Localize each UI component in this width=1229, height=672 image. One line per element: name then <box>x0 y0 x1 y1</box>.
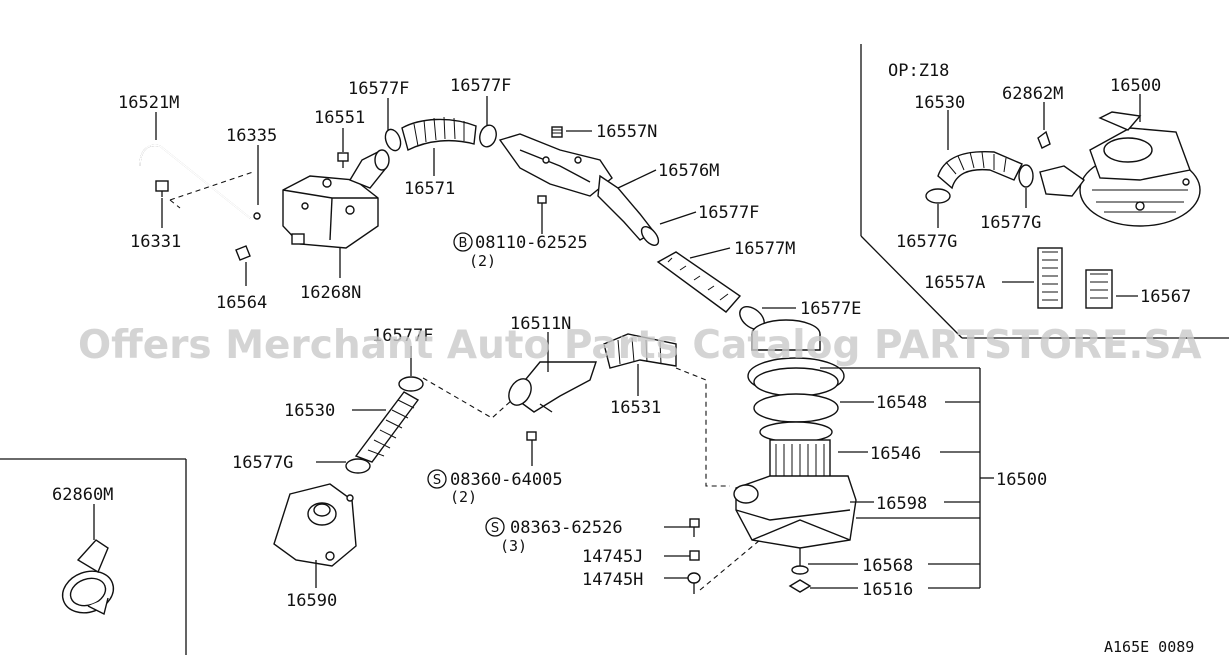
hose-16530-opz18 <box>937 151 1023 190</box>
label-08363: 08363-62526 <box>510 518 623 538</box>
svg-text:B: B <box>459 236 468 251</box>
bolt-marker-s-08363: S <box>485 517 505 537</box>
valve-16331 <box>155 180 169 197</box>
label-16598: 16598 <box>876 494 927 514</box>
label-16511n: 16511N <box>510 314 571 334</box>
label-08110: 08110-62525 <box>475 233 588 253</box>
label-16516: 16516 <box>862 580 913 600</box>
label-16577f-c: 16577F <box>698 203 759 223</box>
label-16568: 16568 <box>862 556 913 576</box>
label-16576m: 16576M <box>658 161 719 181</box>
clip-62862m <box>1037 130 1051 149</box>
clamp-16577f-lower <box>640 226 660 246</box>
hose-16530 <box>354 391 420 463</box>
duct-16511n <box>508 361 597 413</box>
label-62862m: 62862M <box>1002 84 1063 104</box>
label-16551: 16551 <box>314 108 365 128</box>
resonator-16268n <box>282 149 390 249</box>
duct-16576m <box>498 133 656 241</box>
label-16531: 16531 <box>610 398 661 418</box>
label-16577e: 16577E <box>800 299 861 319</box>
leader-16530-dash <box>422 377 513 419</box>
label-16577f-bottom: 16577F <box>372 326 433 346</box>
label-62860m: 62860M <box>52 485 113 505</box>
clamp-16577g <box>345 458 371 474</box>
bolt-marker-b: B <box>453 232 473 252</box>
air-cleaner-16500-opz18 <box>1039 111 1201 227</box>
clip-16551 <box>337 152 349 168</box>
label-08360-qty: (2) <box>450 488 477 506</box>
bolt-08110 <box>537 195 547 222</box>
label-16577g-opz18-a: 16577G <box>896 232 957 252</box>
label-16500-main: 16500 <box>996 470 1047 490</box>
label-op-z18: OP:Z18 <box>888 61 949 81</box>
label-16546: 16546 <box>870 444 921 464</box>
clamp-16577f-bottom <box>398 376 424 392</box>
clamp-62860m <box>61 539 115 616</box>
bracket-16500 <box>820 367 994 589</box>
label-16577f-a: 16577F <box>348 79 409 99</box>
bolt-08360 <box>526 431 537 452</box>
label-16530: 16530 <box>284 401 335 421</box>
air-cleaner-16500 <box>733 319 857 549</box>
clamp-16577f-left <box>384 128 402 152</box>
label-08110-qty: (2) <box>469 252 496 270</box>
filter-16557a <box>1037 247 1063 309</box>
cap-16557n <box>551 126 563 138</box>
duct-16577m <box>656 251 742 313</box>
label-16557n: 16557N <box>596 122 657 142</box>
stud-16568 <box>791 548 809 575</box>
duct-16531 <box>603 333 677 369</box>
clamp-16577g-opz18-a <box>925 188 951 204</box>
label-16577m: 16577M <box>734 239 795 259</box>
wing-nut-16516 <box>788 579 812 593</box>
bracket-16590 <box>273 483 357 567</box>
label-16335: 16335 <box>226 126 277 146</box>
clamp-16577g-opz18-b <box>1018 164 1034 188</box>
label-16577g-opz18-b: 16577G <box>980 213 1041 233</box>
label-16530-opz18: 16530 <box>914 93 965 113</box>
filter-16567 <box>1085 269 1113 309</box>
label-16577f-b: 16577F <box>450 76 511 96</box>
part-labels: 16521M 16335 16331 16551 16564 16268N 16… <box>52 61 1191 611</box>
label-14745h: 14745H <box>582 570 643 590</box>
label-16521m: 16521M <box>118 93 179 113</box>
clamp-16577f-right <box>479 124 497 148</box>
label-16268n: 16268N <box>300 283 361 303</box>
washer-14745h <box>687 572 701 594</box>
bolt-08363 <box>689 518 700 537</box>
label-08363-qty: (3) <box>500 537 527 555</box>
duct-16571 <box>401 116 477 152</box>
label-16548: 16548 <box>876 393 927 413</box>
inset-frame-62860m <box>0 458 187 655</box>
svg-text:S: S <box>433 473 441 488</box>
leader-16531-dash <box>675 367 730 487</box>
label-08360: 08360-64005 <box>450 470 563 490</box>
clip-16335 <box>253 212 261 220</box>
label-16590: 16590 <box>286 591 337 611</box>
label-16577g: 16577G <box>232 453 293 473</box>
bolt-marker-s-08360: S <box>427 469 447 489</box>
hose-16521m <box>139 144 251 219</box>
inset-frame-op-z18 <box>860 44 1229 339</box>
clip-16564 <box>235 245 251 261</box>
nut-14745j <box>689 550 700 561</box>
label-16571: 16571 <box>404 179 455 199</box>
leader-lines <box>93 94 1141 589</box>
label-14745j: 14745J <box>582 547 643 567</box>
svg-text:S: S <box>491 521 499 536</box>
label-16557a: 16557A <box>924 273 985 293</box>
watermark: Offers Merchant Auto Parts Catalog PARTS… <box>78 323 1202 368</box>
label-16500-opz18: 16500 <box>1110 76 1161 96</box>
diagram-code: A165E 0089 <box>1104 638 1194 656</box>
label-16564: 16564 <box>216 293 267 313</box>
label-16331: 16331 <box>130 232 181 252</box>
leader-16335-dash <box>169 171 254 201</box>
label-16567: 16567 <box>1140 287 1191 307</box>
